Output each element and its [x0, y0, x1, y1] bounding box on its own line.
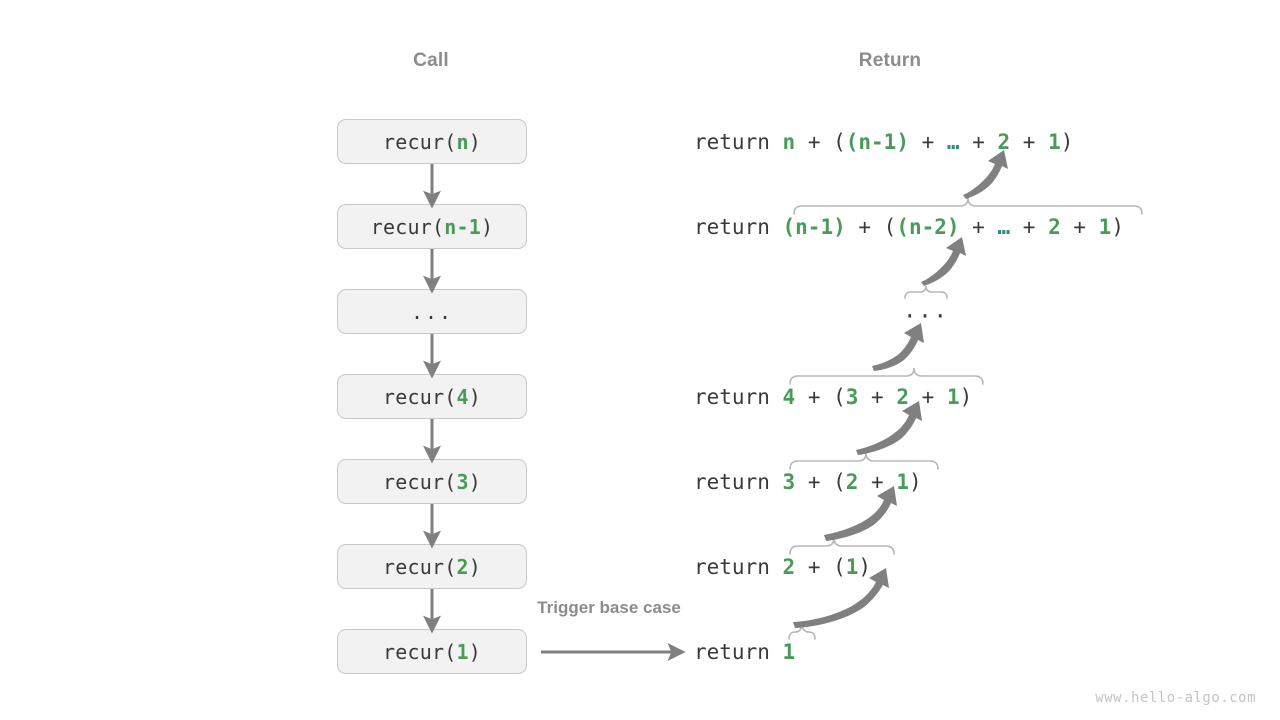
return-token: + [908, 130, 947, 154]
return-keyword: return [694, 555, 783, 579]
return-ellipsis: ... [903, 298, 949, 324]
brace-return-2 [789, 537, 895, 555]
trigger-base-case-label: Trigger base case [537, 598, 681, 617]
return-token: n [782, 130, 796, 154]
call-box-suffix: ) [468, 469, 481, 494]
return-token: ) [1111, 215, 1124, 239]
call-box-recur-2: recur(2) [337, 544, 527, 589]
return-token: 3 [782, 470, 796, 494]
return-token: + ( [845, 215, 897, 239]
call-box-argument: n-1 [444, 214, 481, 239]
return-token: + [1010, 130, 1049, 154]
return-token: ) [858, 555, 872, 579]
return-token: 1 [845, 555, 859, 579]
brace-return-4 [789, 367, 984, 385]
call-box-argument: n [456, 129, 469, 154]
return-arrow-2 [824, 486, 897, 541]
return-line-return-1: return 1 [694, 640, 795, 664]
call-box-recur-n: recur(n) [337, 119, 527, 164]
call-box-prefix: recur( [383, 384, 457, 409]
return-arrow-3 [856, 401, 922, 455]
return-token: 1 [896, 470, 909, 494]
call-box-suffix: ) [468, 639, 481, 664]
call-box-ellipsis: ... [337, 289, 527, 334]
return-token: 4 [782, 385, 796, 409]
return-token: 1 [946, 385, 960, 409]
call-box-argument: 3 [456, 469, 469, 494]
return-token: + ( [795, 385, 846, 409]
call-box-prefix: recur( [383, 554, 457, 579]
return-token: … [946, 130, 960, 154]
call-box-argument: 1 [456, 639, 469, 664]
return-line-return-n-1: return (n-1) + ((n-2) + … + 2 + 1) [694, 215, 1124, 239]
call-box-argument: 2 [456, 554, 469, 579]
return-token: ) [959, 385, 973, 409]
return-token: 2 [896, 385, 909, 409]
call-box-recur-3: recur(3) [337, 459, 527, 504]
return-token: (n-1) [782, 215, 846, 239]
return-arrow-4 [872, 323, 924, 371]
brace-return-3 [789, 452, 939, 470]
brace-return-1 [788, 624, 816, 640]
return-token: … [997, 215, 1011, 239]
return-token: + [959, 130, 998, 154]
call-box-suffix: ) [468, 129, 481, 154]
column-header-return: Return [858, 50, 922, 71]
call-box-suffix: ) [480, 214, 494, 239]
call-box-argument: 4 [456, 384, 469, 409]
return-token: 2 [997, 130, 1011, 154]
call-box-prefix: recur( [383, 469, 457, 494]
column-header-call: Call [413, 50, 449, 71]
brace-return-ellipsis [904, 285, 948, 299]
return-token: + ( [795, 470, 846, 494]
return-keyword: return [694, 470, 783, 494]
return-token: 1 [782, 640, 796, 664]
return-token: 1 [1098, 215, 1112, 239]
call-box-suffix: ) [468, 554, 481, 579]
return-line-return-n: return n + ((n-1) + … + 2 + 1) [694, 130, 1073, 154]
return-keyword: return [694, 130, 783, 154]
return-line-return-2: return 2 + (1) [694, 555, 871, 579]
call-box-recur-4: recur(4) [337, 374, 527, 419]
return-token: 1 [1048, 130, 1061, 154]
return-arrow-n-1 [963, 150, 1008, 199]
return-token: 2 [782, 555, 796, 579]
return-line-return-3: return 3 + (2 + 1) [694, 470, 922, 494]
call-box-ellipsis-text: ... [410, 299, 454, 324]
return-token: + ( [795, 555, 846, 579]
call-box-recur-n-1: recur(n-1) [337, 204, 527, 249]
return-token: + [909, 385, 947, 409]
return-token: + [959, 215, 998, 239]
return-token: + [858, 385, 897, 409]
brace-return-n-1 [793, 197, 1143, 215]
return-token: 3 [845, 385, 859, 409]
return-keyword: return [694, 640, 783, 664]
call-box-suffix: ) [468, 384, 481, 409]
call-box-prefix: recur( [370, 214, 445, 239]
return-token: (n-1) [845, 130, 909, 154]
return-token: + [1060, 215, 1099, 239]
return-token: 2 [1048, 215, 1061, 239]
return-keyword: return [694, 385, 783, 409]
call-box-recur-1: recur(1) [337, 629, 527, 674]
return-token: + [1010, 215, 1049, 239]
return-token: + [858, 470, 897, 494]
return-token: 2 [845, 470, 859, 494]
return-line-return-4: return 4 + (3 + 2 + 1) [694, 385, 972, 409]
return-token: ) [909, 470, 922, 494]
return-token: ) [1060, 130, 1074, 154]
call-box-prefix: recur( [383, 639, 457, 664]
return-keyword: return [694, 215, 783, 239]
watermark: www.hello-algo.com [1095, 690, 1256, 706]
call-box-prefix: recur( [383, 129, 457, 154]
return-arrow-ellipsis [921, 237, 966, 286]
return-token: + ( [795, 130, 846, 154]
return-token: (n-2) [896, 215, 960, 239]
